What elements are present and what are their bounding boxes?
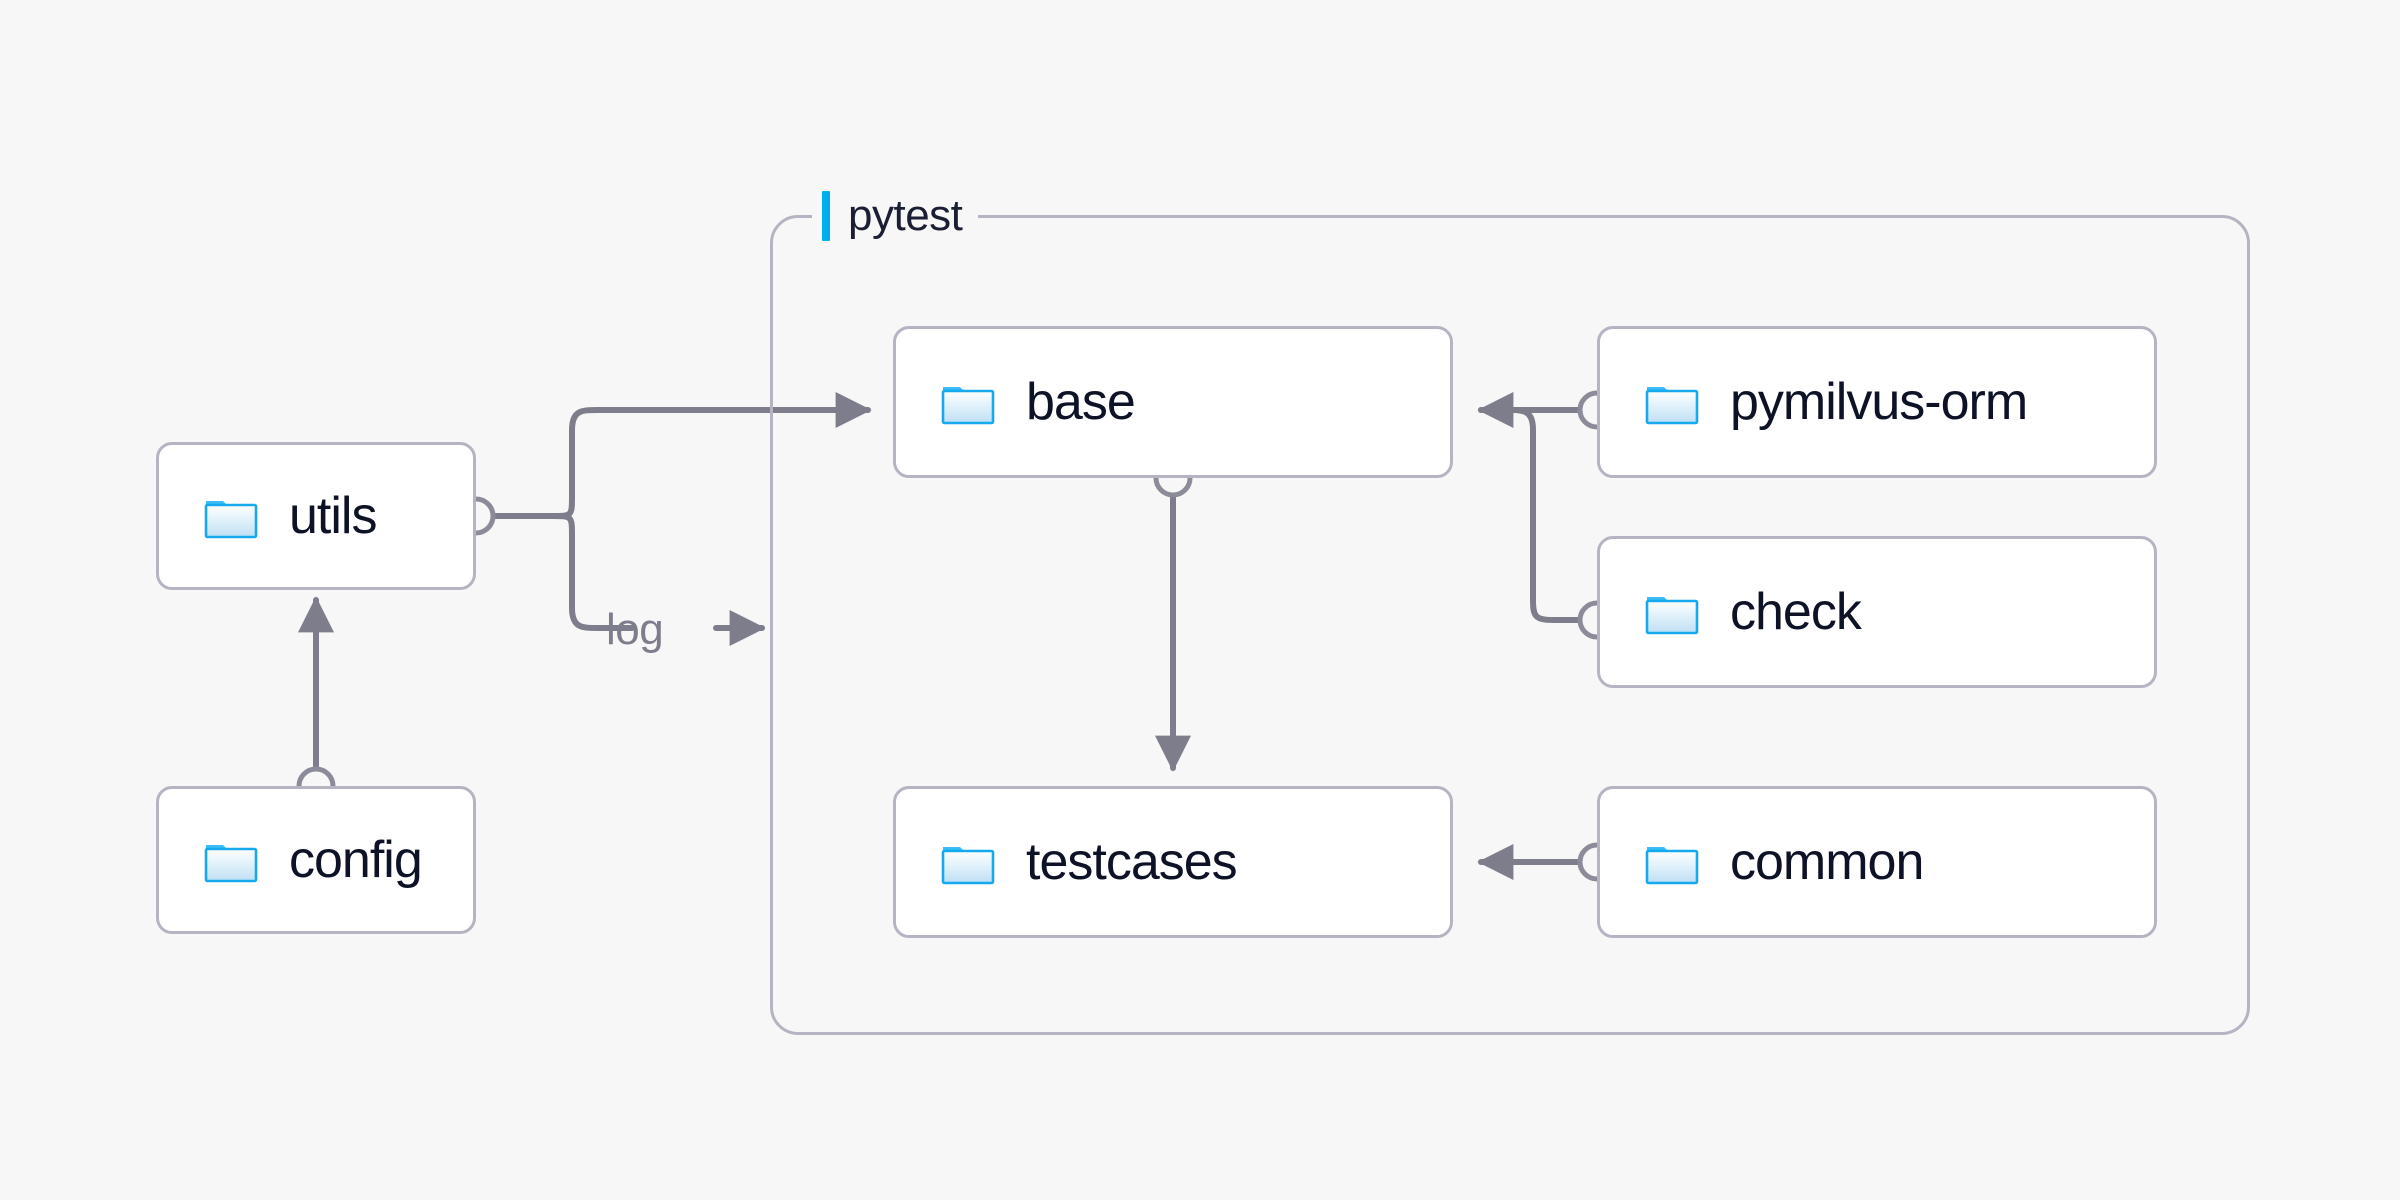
- node-label: check: [1730, 583, 1862, 641]
- node-label: utils: [289, 487, 377, 545]
- node-utils[interactable]: utils: [156, 442, 476, 590]
- node-label: config: [289, 831, 423, 889]
- group-accent-bar: [822, 191, 830, 241]
- folder-icon: [941, 387, 995, 425]
- folder-icon: [204, 845, 258, 883]
- folder-icon: [1645, 387, 1699, 425]
- folder-icon: [1645, 847, 1699, 885]
- node-config[interactable]: config: [156, 786, 476, 934]
- pytest-group-container[interactable]: [770, 215, 2250, 1035]
- folder-icon: [204, 501, 258, 539]
- node-label: base: [1026, 373, 1136, 431]
- node-label: testcases: [1026, 833, 1238, 891]
- node-label: common: [1730, 833, 1924, 891]
- node-pymilvus-orm[interactable]: pymilvus-orm: [1597, 326, 2157, 478]
- group-title-text: pytest: [848, 191, 963, 240]
- edge-label-log: log: [606, 605, 664, 654]
- node-common[interactable]: common: [1597, 786, 2157, 938]
- node-testcases[interactable]: testcases: [893, 786, 1453, 938]
- pytest-group-label: pytest: [812, 188, 979, 244]
- folder-icon: [941, 847, 995, 885]
- folder-icon: [1645, 597, 1699, 635]
- node-label: pymilvus-orm: [1730, 373, 2028, 431]
- node-base[interactable]: base: [893, 326, 1453, 478]
- node-check[interactable]: check: [1597, 536, 2157, 688]
